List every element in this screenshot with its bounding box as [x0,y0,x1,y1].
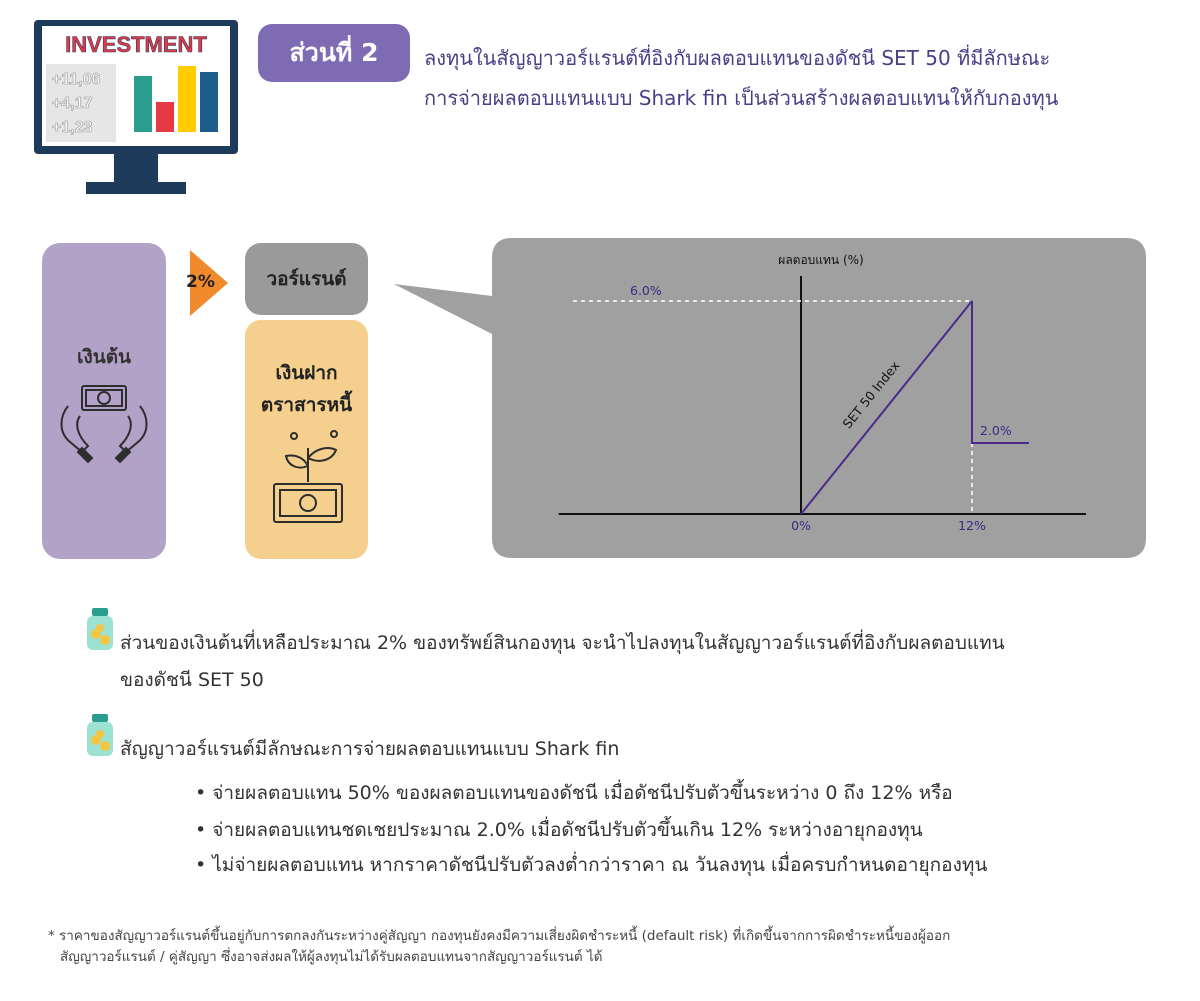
sub-bullet-1: • จ่ายผลตอบแทน 50% ของผลตอบแทนของดัชนี เ… [195,782,953,804]
sub-bullet-3: • ไม่จ่ายผลตอบแทน หากราคาดัชนีปรับตัวลงต… [195,854,988,876]
bullet-2-line-1: สัญญาวอร์แรนต์มีลักษณะการจ่ายผลตอบแทนแบบ… [120,738,620,760]
monitor-title: INVESTMENT [65,32,207,57]
principal-label: เงินต้น [76,346,132,368]
bullet-1-line-2: ของดัชนี SET 50 [120,669,264,691]
warrant-block: วอร์แรนต์ [245,243,368,315]
footnote: * ราคาของสัญญาวอร์แรนต์ขึ้นอยู่กับการตกล… [48,926,950,968]
monitor-number: +4,17 [52,95,93,112]
header-line-1: ลงทุนในสัญญาวอร์แรนต์ที่อิงกับผลตอบแทนขอ… [424,46,1051,70]
payoff-chart: ผลตอบแทน (%)6.0%2.0%0%12%SET 50 Index [394,238,1146,558]
monitor-bar [156,102,174,132]
deposit-label-line-1: เงินฝาก [275,362,338,384]
sub-bullet-1-text: จ่ายผลตอบแทน 50% ของผลตอบแทนของดัชนี เมื… [212,782,953,804]
monitor-bar [178,66,196,132]
sub-bullet-2-text: จ่ายผลตอบแทนชดเชยประมาณ 2.0% เมื่อดัชนีป… [212,819,923,841]
principal-block [42,243,166,559]
chart-callout-panel [394,238,1146,558]
bullet-1-line-1: ส่วนของเงินต้นที่เหลือประมาณ 2% ของทรัพย… [120,632,1005,654]
monitor-number: +1,23 [52,119,93,136]
coin-jar-icon [87,714,113,756]
coin-jar-icon [87,608,113,650]
footnote-line-2: สัญญาวอร์แรนต์ / คู่สัญญา ซึ่งอาจส่งผลให… [60,949,603,965]
investment-monitor-illustration: INVESTMENT +11,06 +4,17 +1,23 [34,20,238,194]
cap-label: 6.0% [630,283,662,298]
plant-money-icon [273,430,343,523]
allocation-arrow [190,250,228,316]
y-axis-title: ผลตอบแทน (%) [778,253,863,267]
allocation-percent: 2% [186,272,215,292]
hands-money-icon [60,385,148,464]
footnote-line-1: * ราคาของสัญญาวอร์แรนต์ขึ้นอยู่กับการตกล… [48,928,951,944]
header-line-2: การจ่ายผลตอบแทนแบบ Shark fin เป็นส่วนสร้… [424,86,1059,110]
rebate-label: 2.0% [980,423,1012,438]
x-tick-0: 0% [791,518,811,533]
sub-bullet-2: • จ่ายผลตอบแทนชดเชยประมาณ 2.0% เมื่อดัชน… [195,819,923,841]
payoff-series-1 [800,300,973,515]
monitor-bar [200,72,218,132]
deposit-block [245,320,368,559]
deposit-label-line-2: ตราสารหนี้ [260,394,353,416]
x-tick-12: 12% [958,518,986,533]
section-badge: ส่วนที่ 2 [258,24,410,82]
monitor-bar [134,76,152,132]
sub-bullet-3-text: ไม่จ่ายผลตอบแทน หากราคาดัชนีปรับตัวลงต่ำ… [212,854,988,876]
monitor-number: +11,06 [52,71,101,88]
payoff-series-2 [971,301,1029,444]
